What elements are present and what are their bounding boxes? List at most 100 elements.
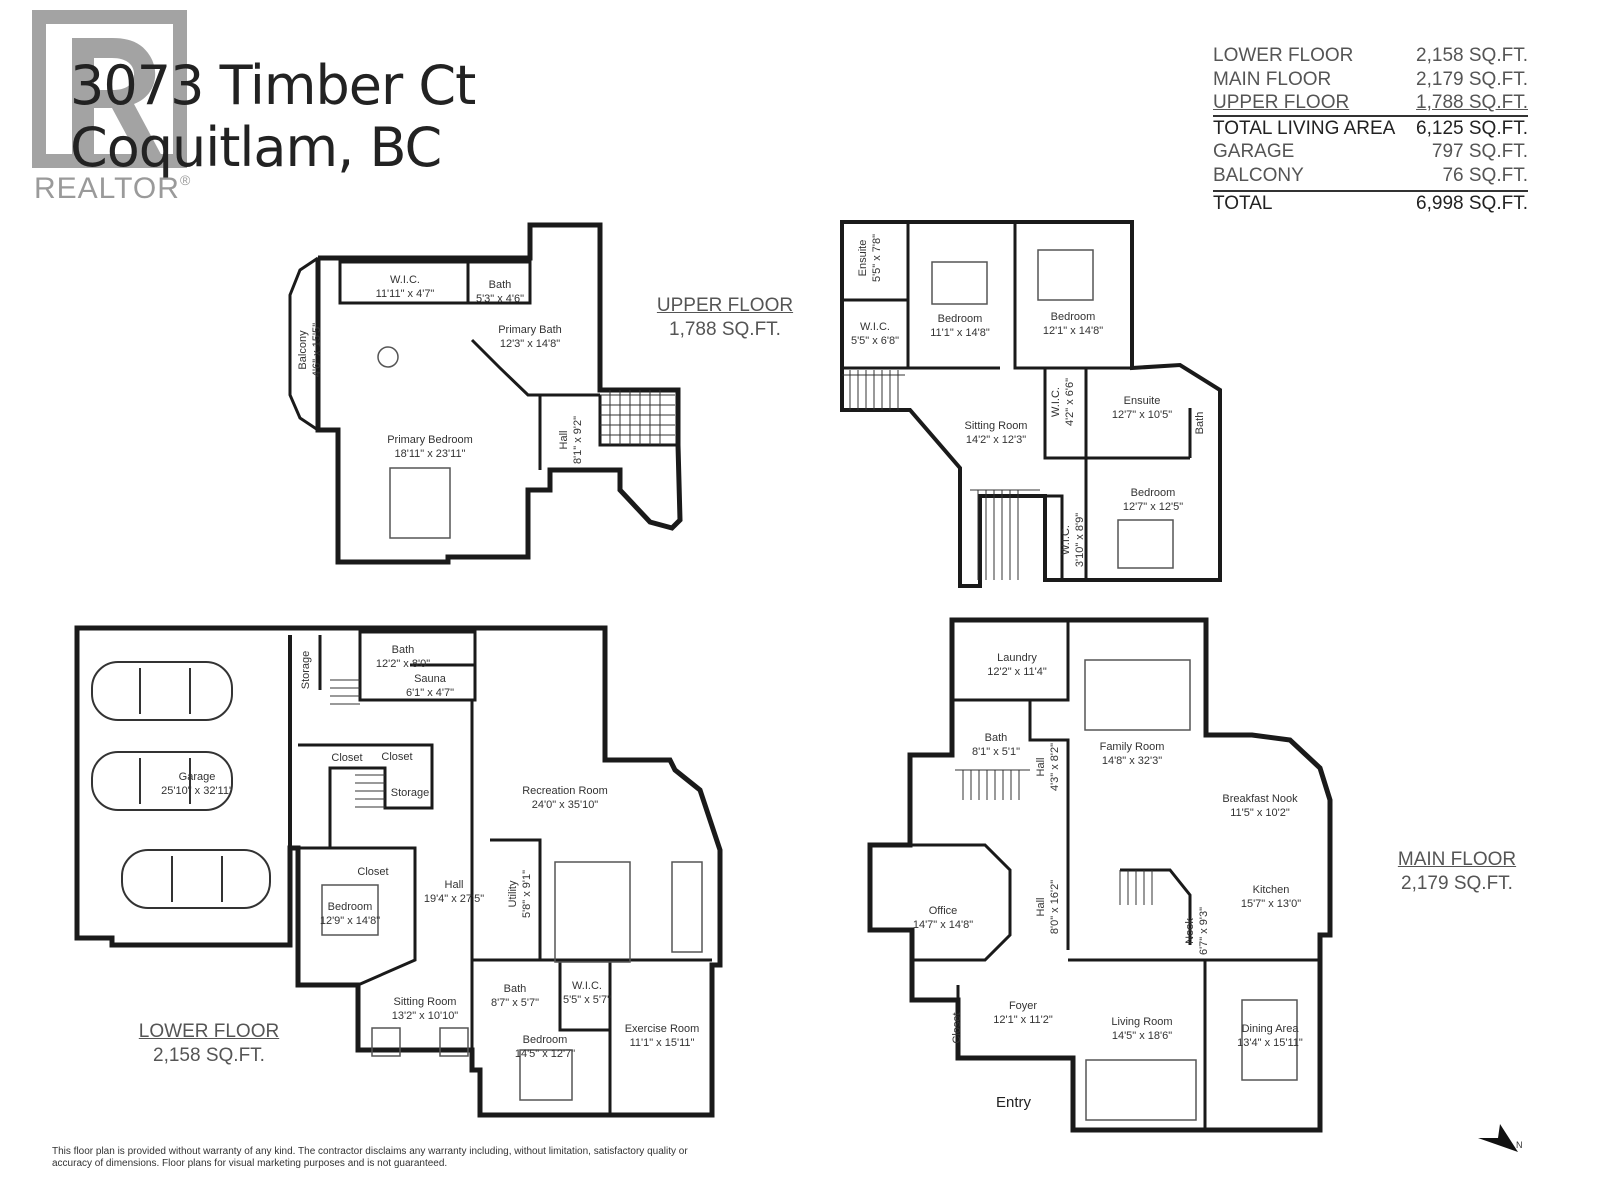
room-bedroom-lower-1-dim: 12'9" x 14'8" (320, 915, 380, 927)
room-garage-dim: 25'10" x 32'11" (161, 785, 233, 797)
room-bedroom-lower-1: Bedroom (328, 901, 373, 913)
room-primary-bedroom-dim: 18'11" x 23'11" (395, 448, 466, 460)
room-nook: Nook (1184, 918, 1196, 944)
room-bedroom-3-dim: 12'7" x 12'5" (1123, 501, 1183, 513)
compass-icon: N (1478, 1124, 1523, 1152)
room-hall-main-1-dim: 4'3" x 8'2" (1049, 743, 1061, 791)
room-bath-main: Bath (985, 732, 1008, 744)
room-balcony-dim: 4'6" x 15'5" (311, 323, 323, 377)
room-hall-lower-dim: 19'4" x 27'5" (424, 893, 484, 905)
room-ensuite-2: Ensuite (1124, 395, 1161, 407)
room-laundry: Laundry (997, 652, 1037, 664)
room-wic-2: W.I.C. (860, 321, 890, 333)
room-primary-bath-dim: 12'3" x 14'8" (500, 338, 560, 350)
upper-right-plan-walls (840, 220, 1222, 588)
room-bedroom-lower-2-dim: 14'5" x 12'7" (515, 1048, 575, 1060)
room-office-dim: 14'7" x 14'8" (913, 919, 973, 931)
stairs (330, 370, 1153, 905)
upper-left-plan-walls (288, 222, 683, 565)
room-bath-upper-right: Bath (1194, 412, 1206, 435)
room-wic-4: W.I.C. (1060, 525, 1072, 555)
room-exercise-dim: 11'1" x 15'11" (630, 1037, 695, 1049)
room-bath-lower-1-dim: 12'2" x 8'0" (376, 658, 430, 670)
realtor-wordmark: REALTOR® (34, 172, 192, 205)
room-closet-3: Closet (357, 866, 388, 878)
room-hall-main-2-dim: 8'0" x 16'2" (1049, 880, 1061, 934)
room-hall-lower: Hall (445, 879, 464, 891)
room-bedroom-2: Bedroom (1051, 311, 1096, 323)
room-sitting-lower-dim: 13'2" x 10'10" (392, 1010, 459, 1022)
room-utility: Utility (507, 880, 519, 907)
room-bedroom-1-dim: 11'1" x 14'8" (930, 327, 990, 339)
room-living-dim: 14'5" x 18'6" (1112, 1030, 1172, 1042)
room-ensuite-1-dim: 5'5" x 7'8" (871, 234, 883, 282)
room-laundry-dim: 12'2" x 11'4" (987, 666, 1047, 678)
room-foyer: Foyer (1009, 1000, 1037, 1012)
room-dining: Dining Area (1242, 1023, 1300, 1035)
room-closet-2: Closet (381, 751, 412, 763)
lower-floor-label: LOWER FLOOR 2,158 SQ.FT. (138, 1021, 280, 1066)
room-bedroom-2-dim: 12'1" x 14'8" (1043, 325, 1103, 337)
room-wic-1: W.I.C. (390, 274, 420, 286)
room-bath-lower-1: Bath (392, 644, 415, 656)
room-exercise: Exercise Room (625, 1023, 700, 1035)
room-storage-2: Storage (391, 787, 430, 799)
room-sauna-dim: 6'1" x 4'7" (406, 687, 454, 699)
room-hall-main-1: Hall (1035, 758, 1047, 777)
furniture (321, 249, 1298, 1121)
room-bedroom-lower-2: Bedroom (523, 1034, 568, 1046)
room-bath-main-dim: 8'1" x 5'1" (972, 746, 1020, 758)
room-breakfast-nook-dim: 11'5" x 10'2" (1230, 807, 1290, 819)
address-line-1: 3073 Timber Ct (70, 54, 476, 117)
room-utility-dim: 5'8" x 9'1" (521, 870, 533, 918)
room-sitting-upper: Sitting Room (965, 420, 1028, 432)
realtor-logo (32, 10, 187, 168)
room-ensuite-2-dim: 12'7" x 10'5" (1112, 409, 1172, 421)
room-office: Office (929, 905, 958, 917)
room-nook-dim: 6'7" x 9'3" (1198, 907, 1210, 955)
room-bedroom-3: Bedroom (1131, 487, 1176, 499)
room-sauna: Sauna (414, 673, 447, 685)
room-kitchen-dim: 15'7" x 13'0" (1241, 898, 1301, 910)
room-bath-lower-2-dim: 8'7" x 5'7" (491, 997, 539, 1009)
room-kitchen: Kitchen (1253, 884, 1290, 896)
room-wic-lower-dim: 5'5" x 5'7" (563, 994, 611, 1006)
room-family-dim: 14'8" x 32'3" (1102, 755, 1162, 767)
room-sitting-upper-dim: 14'2" x 12'3" (966, 434, 1026, 446)
room-closet-main: Closet (951, 1012, 963, 1043)
room-family: Family Room (1100, 741, 1165, 753)
room-ensuite-1: Ensuite (857, 240, 869, 277)
room-garage: Garage (179, 771, 216, 783)
room-balcony: Balcony (297, 330, 309, 370)
room-storage-1: Storage (300, 651, 312, 690)
room-primary-bedroom: Primary Bedroom (387, 434, 473, 446)
room-bath-upper: Bath (489, 279, 512, 291)
upper-floor-label: UPPER FLOOR 1,788 SQ.FT. (656, 295, 794, 340)
garage-cars (91, 661, 271, 909)
room-dining-dim: 13'4" x 15'11" (1237, 1037, 1303, 1049)
address-line-2: Coquitlam, BC (70, 116, 442, 179)
room-wic-3-dim: 4'2" x 6'6" (1064, 378, 1076, 426)
svg-text:N: N (1516, 1140, 1523, 1150)
main-floor-label: MAIN FLOOR 2,179 SQ.FT. (1397, 849, 1517, 894)
room-closet-1: Closet (331, 752, 362, 764)
room-foyer-dim: 12'1" x 11'2" (993, 1014, 1053, 1026)
room-hall-main-2: Hall (1035, 898, 1047, 917)
room-bedroom-1: Bedroom (938, 313, 983, 325)
room-recreation: Recreation Room (522, 785, 608, 797)
room-wic-2-dim: 5'5" x 6'8" (851, 335, 899, 347)
lower-plan-walls (74, 625, 723, 1118)
room-breakfast-nook: Breakfast Nook (1222, 793, 1298, 805)
room-wic-1-dim: 11'11" x 4'7" (376, 288, 435, 300)
room-living: Living Room (1111, 1016, 1172, 1028)
room-hall-upper: Hall (558, 431, 570, 450)
main-plan-walls (867, 617, 1333, 1133)
